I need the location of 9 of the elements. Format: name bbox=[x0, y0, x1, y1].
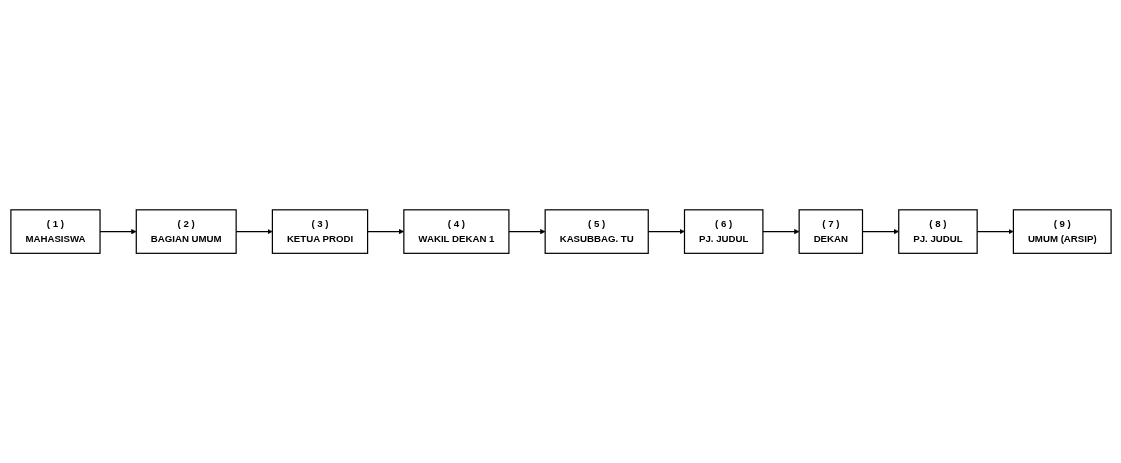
node-box: ( 9 ) UMUM (ARSIP) bbox=[1012, 209, 1112, 254]
node-box: ( 5 ) KASUBBAG. TU bbox=[544, 209, 649, 254]
node-box: ( 6 ) PJ. JUDUL bbox=[683, 209, 763, 254]
node-box: ( 4 ) WAKIL DEKAN 1 bbox=[402, 209, 510, 254]
node-box: ( 3 ) KETUA PRODI bbox=[271, 209, 368, 254]
node-box: ( 7 ) DEKAN bbox=[798, 209, 863, 254]
node-box: ( 1 ) MAHASISWA bbox=[9, 209, 101, 254]
node-box: ( 8 ) PJ. JUDUL bbox=[897, 209, 978, 254]
node-box: ( 2 ) BAGIAN UMUM bbox=[135, 209, 237, 254]
